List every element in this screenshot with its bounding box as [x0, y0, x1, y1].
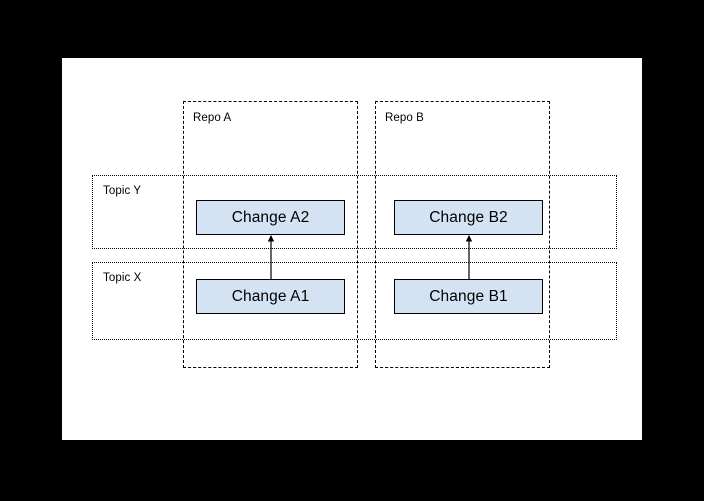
node-change-b2[interactable]: Change B2	[394, 200, 543, 235]
repo-layer: Repo A Repo B	[62, 58, 642, 440]
repo-group-a[interactable]	[183, 101, 358, 368]
node-change-a2[interactable]: Change A2	[196, 200, 345, 235]
topic-group-x-label: Topic X	[103, 272, 142, 284]
topic-group-x[interactable]	[92, 262, 617, 340]
topic-group-y-label: Topic Y	[103, 185, 142, 197]
node-change-b1[interactable]: Change B1	[394, 279, 543, 314]
repo-group-b-label: Repo B	[385, 112, 424, 124]
node-change-a1[interactable]: Change A1	[196, 279, 345, 314]
topic-group-y[interactable]	[92, 175, 617, 249]
topic-layer: Topic Y Topic X	[62, 58, 642, 440]
diagram-canvas: Repo A Repo B Topic Y Topic X Change A2	[62, 58, 642, 440]
node-layer: Change A2 Change B2 Change A1 Change B1	[62, 58, 642, 440]
repo-group-a-label: Repo A	[193, 112, 232, 124]
repo-group-b[interactable]	[375, 101, 550, 368]
